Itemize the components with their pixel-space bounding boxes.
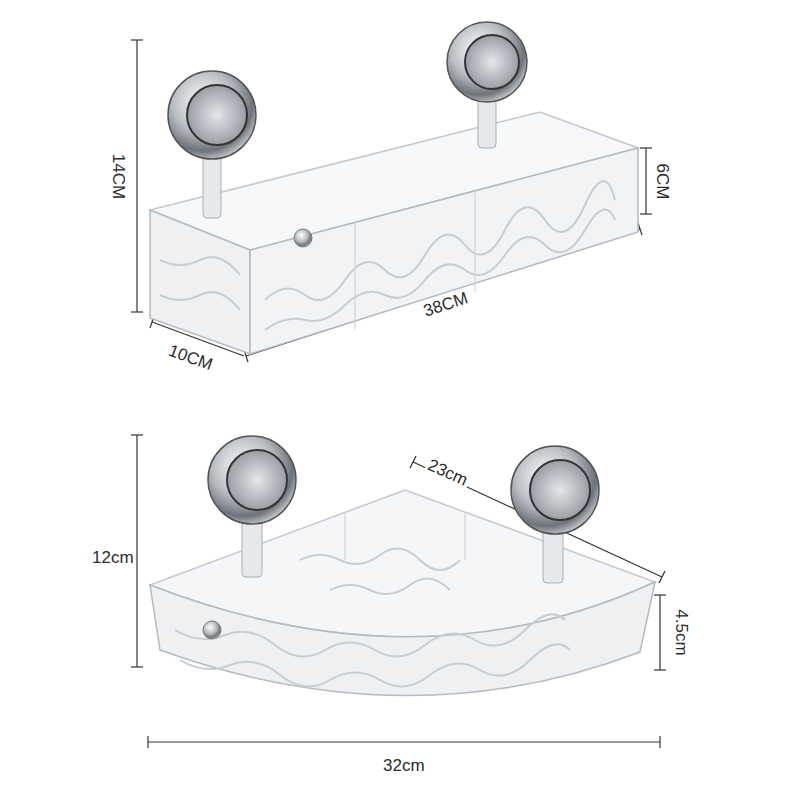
dimension-label: 12cm bbox=[90, 548, 136, 567]
dimension-label: 14CM bbox=[109, 151, 128, 200]
dimension-label: 32cm bbox=[381, 756, 427, 775]
dimension-label: 6CM bbox=[653, 161, 672, 201]
corner-shelf bbox=[150, 436, 655, 696]
dimension-label: 10CM bbox=[164, 340, 217, 375]
rectangular-shelf bbox=[150, 22, 638, 354]
dimension-label: 23cm bbox=[423, 454, 472, 490]
dimension-lines bbox=[131, 40, 666, 748]
dimension-label: 4.5cm bbox=[672, 607, 691, 657]
